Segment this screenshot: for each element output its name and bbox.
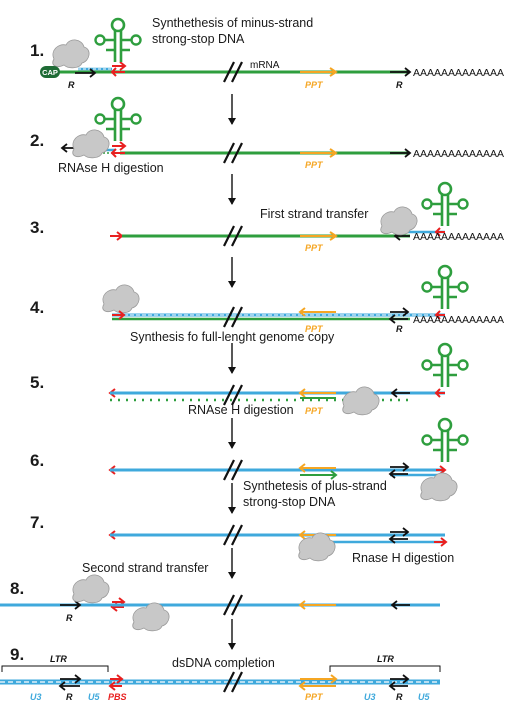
ltr-label-left: LTR <box>50 654 67 664</box>
ppt-label: PPT <box>305 80 324 90</box>
step-caption-line2: strong-stop DNA <box>152 32 245 46</box>
trna-cloverleaf-icon <box>94 17 142 64</box>
r-label: R <box>396 324 403 334</box>
poly-a-tail: AAAAAAAAAAAAA <box>413 314 504 326</box>
down-arrow-icon <box>227 342 237 375</box>
step-caption-line1: Synthetesis of plus-strand <box>243 479 387 493</box>
ppt-label: PPT <box>305 406 324 416</box>
pbs-label: PBS <box>108 692 127 702</box>
cap-label: CAP <box>42 68 58 77</box>
u5-label: U5 <box>88 692 100 702</box>
step-3: 3. First strand transfer PPT AAAAAAAAAAA… <box>30 181 504 289</box>
reverse-transcriptase-icon <box>52 39 90 69</box>
step-caption-line1: Synthethesis of minus-strand <box>152 16 313 30</box>
step-4: 4. PPT R AAAAAAAAAAAAA Synthesis fo full… <box>30 264 504 375</box>
step-9: 9. dsDNA completion LTR LTR U3 R U5 PBS … <box>0 645 441 702</box>
step-caption: First strand transfer <box>260 207 368 221</box>
step-caption: Synthesis fo full-lenght genome copy <box>130 330 335 344</box>
reverse-transcriptase-icon <box>420 472 458 502</box>
poly-a-tail: AAAAAAAAAAAAA <box>413 231 504 243</box>
step-8: 8. Second strand transfer R <box>0 561 440 651</box>
down-arrow-icon <box>227 547 237 580</box>
reverse-transcriptase-icon <box>102 284 140 314</box>
step-caption: dsDNA completion <box>172 656 275 670</box>
ppt-label: PPT <box>305 243 324 253</box>
u3-label: U3 <box>30 692 42 702</box>
ltr-bracket-right <box>329 665 441 672</box>
trna-cloverleaf-icon <box>421 264 469 311</box>
step-2: 2. RNAse H digestion PPT AAAAAAAAAAAAA <box>30 96 504 206</box>
step-number: 6. <box>30 451 44 470</box>
step-caption: Second strand transfer <box>82 561 208 575</box>
ltr-bracket-left <box>1 665 109 672</box>
cap-badge <box>40 66 60 78</box>
r-label: R <box>396 80 403 90</box>
u3-label: U3 <box>364 692 376 702</box>
reverse-transcriptase-icon <box>342 386 380 416</box>
step-7: 7. Rnase H digestion <box>30 513 454 580</box>
poly-a-tail: AAAAAAAAAAAAA <box>413 67 504 79</box>
r-label: R <box>68 80 75 90</box>
trna-cloverleaf-icon <box>421 342 469 389</box>
r-label: R <box>66 613 73 623</box>
step-number: 1. <box>30 41 44 60</box>
step-1: 1. Synthethesis of minus-strand strong-s… <box>30 16 504 126</box>
step-5: 5. PPT RNAse H digestion <box>30 342 469 450</box>
down-arrow-icon <box>227 618 237 651</box>
r-label: R <box>396 692 403 702</box>
step-caption: RNAse H digestion <box>188 403 294 417</box>
ppt-label: PPT <box>305 160 324 170</box>
mrna-label: mRNA <box>250 60 280 71</box>
step-6: 6. Synthetesis of plus-strand strong-sto… <box>30 417 469 515</box>
reverse-transcriptase-icon <box>72 574 110 604</box>
down-arrow-icon <box>227 482 237 515</box>
step-caption: RNAse H digestion <box>58 161 164 175</box>
trna-cloverleaf-icon <box>421 181 469 228</box>
step-number: 4. <box>30 298 44 317</box>
step-number: 3. <box>30 218 44 237</box>
down-arrow-icon <box>227 417 237 450</box>
step-number: 2. <box>30 131 44 150</box>
break-mark-icon <box>222 383 244 407</box>
down-arrow-icon <box>227 173 237 206</box>
step-number: 7. <box>30 513 44 532</box>
trna-cloverleaf-icon <box>421 417 469 464</box>
r-label: R <box>66 692 73 702</box>
down-arrow-icon <box>227 256 237 289</box>
down-arrow-icon <box>227 93 237 126</box>
reverse-transcriptase-icon <box>132 602 170 632</box>
poly-a-tail: AAAAAAAAAAAAA <box>413 148 504 160</box>
ppt-label: PPT <box>305 692 324 702</box>
step-number: 9. <box>10 645 24 664</box>
break-mark-icon <box>222 305 244 329</box>
step-number: 5. <box>30 373 44 392</box>
step-caption: Rnase H digestion <box>352 551 454 565</box>
ppt-label: PPT <box>305 324 324 334</box>
u5-label: U5 <box>418 692 430 702</box>
step-caption-line2: strong-stop DNA <box>243 495 336 509</box>
reverse-transcriptase-icon <box>380 206 418 236</box>
ltr-label-right: LTR <box>377 654 394 664</box>
step-number: 8. <box>10 579 24 598</box>
